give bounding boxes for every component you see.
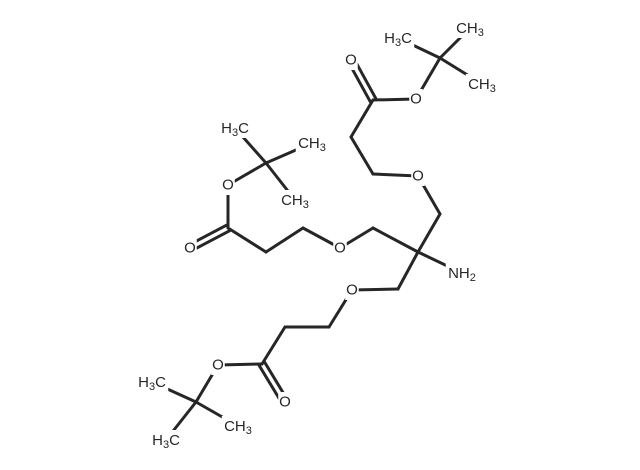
atom-label-o-c3: O — [278, 392, 292, 412]
atom-label-me-t1b: CH3 — [453, 18, 487, 40]
single-bond — [216, 362, 264, 367]
single-bond — [371, 226, 420, 254]
atom-symbol: O — [184, 240, 196, 257]
atom-label-n: NH2 — [445, 263, 479, 285]
atom-symbol: CH3 — [456, 20, 484, 40]
atom-label-me-t3b: CH3 — [221, 416, 255, 438]
single-bond — [371, 97, 418, 102]
atom-label-me-t1c: CH3 — [465, 74, 499, 96]
single-bond — [396, 250, 420, 291]
atom-label-background — [445, 263, 479, 283]
atom-label-background — [278, 392, 292, 412]
atom-label-background — [465, 74, 499, 94]
atom-label-background — [453, 18, 487, 38]
atom-symbol: O — [222, 177, 234, 194]
atom-label-background — [149, 430, 183, 450]
atom-label-me-t2a: H3C — [218, 118, 252, 140]
atom-symbol: H3C — [138, 374, 166, 394]
atom-label-background — [345, 280, 359, 300]
atom-symbol: CH3 — [468, 76, 496, 96]
atom-label-o-3: O — [345, 280, 359, 300]
single-bond — [260, 325, 287, 366]
atom-label-me-t2b: CH3 — [295, 133, 329, 155]
atom-label-background — [221, 416, 255, 436]
atom-symbol: O — [410, 91, 422, 108]
atom-label-me-t2c: CH3 — [278, 190, 312, 212]
atom-symbol: CH3 — [298, 135, 326, 155]
atom-label-background — [278, 190, 312, 210]
atom-label-me-t3c: H3C — [149, 430, 183, 452]
atom-label-background — [211, 355, 225, 375]
single-bond — [264, 226, 305, 254]
atom-symbol: CH3 — [224, 418, 252, 438]
single-bond — [350, 287, 400, 292]
atom-label-background — [135, 372, 169, 392]
atom-label-background — [381, 28, 415, 48]
atom-symbol: O — [345, 52, 357, 69]
single-bond — [226, 226, 268, 254]
atom-label-me-t1a: H3C — [381, 28, 415, 50]
atom-label-background — [221, 175, 235, 195]
atom-symbol: H3C — [221, 120, 249, 140]
atom-symbol: NH2 — [448, 265, 476, 285]
atom-label-o-1: O — [411, 166, 425, 186]
atom-label-o-e1: O — [409, 89, 423, 109]
single-bond — [371, 172, 420, 178]
atom-label-background — [333, 238, 347, 258]
single-bond — [416, 212, 442, 254]
bonds-layer — [150, 26, 484, 442]
atom-label-background — [411, 166, 425, 186]
atom-label-o-c1: O — [344, 50, 358, 70]
atom-label-o-c2: O — [183, 238, 197, 258]
single-bond — [349, 98, 375, 139]
single-bond — [349, 135, 375, 176]
atom-symbol: O — [334, 240, 346, 257]
atom-label-o-e2: O — [221, 175, 235, 195]
atom-label-me-t3a: H3C — [135, 372, 169, 394]
atom-symbol: H3C — [152, 432, 180, 452]
atom-symbol: O — [412, 168, 424, 185]
atom-label-o-2: O — [333, 238, 347, 258]
atom-symbol: O — [279, 394, 291, 411]
atom-label-background — [344, 50, 358, 70]
double-bond-line — [189, 229, 231, 253]
atom-label-background — [409, 89, 423, 109]
atom-symbol: O — [346, 282, 358, 299]
atom-label-background — [295, 133, 329, 153]
atom-symbol: CH3 — [281, 192, 309, 212]
atom-label-background — [183, 238, 197, 258]
atom-symbol: H3C — [384, 30, 412, 50]
atom-symbol: O — [212, 357, 224, 374]
atom-label-o-e3: O — [211, 355, 225, 375]
atom-label-background — [218, 118, 252, 138]
